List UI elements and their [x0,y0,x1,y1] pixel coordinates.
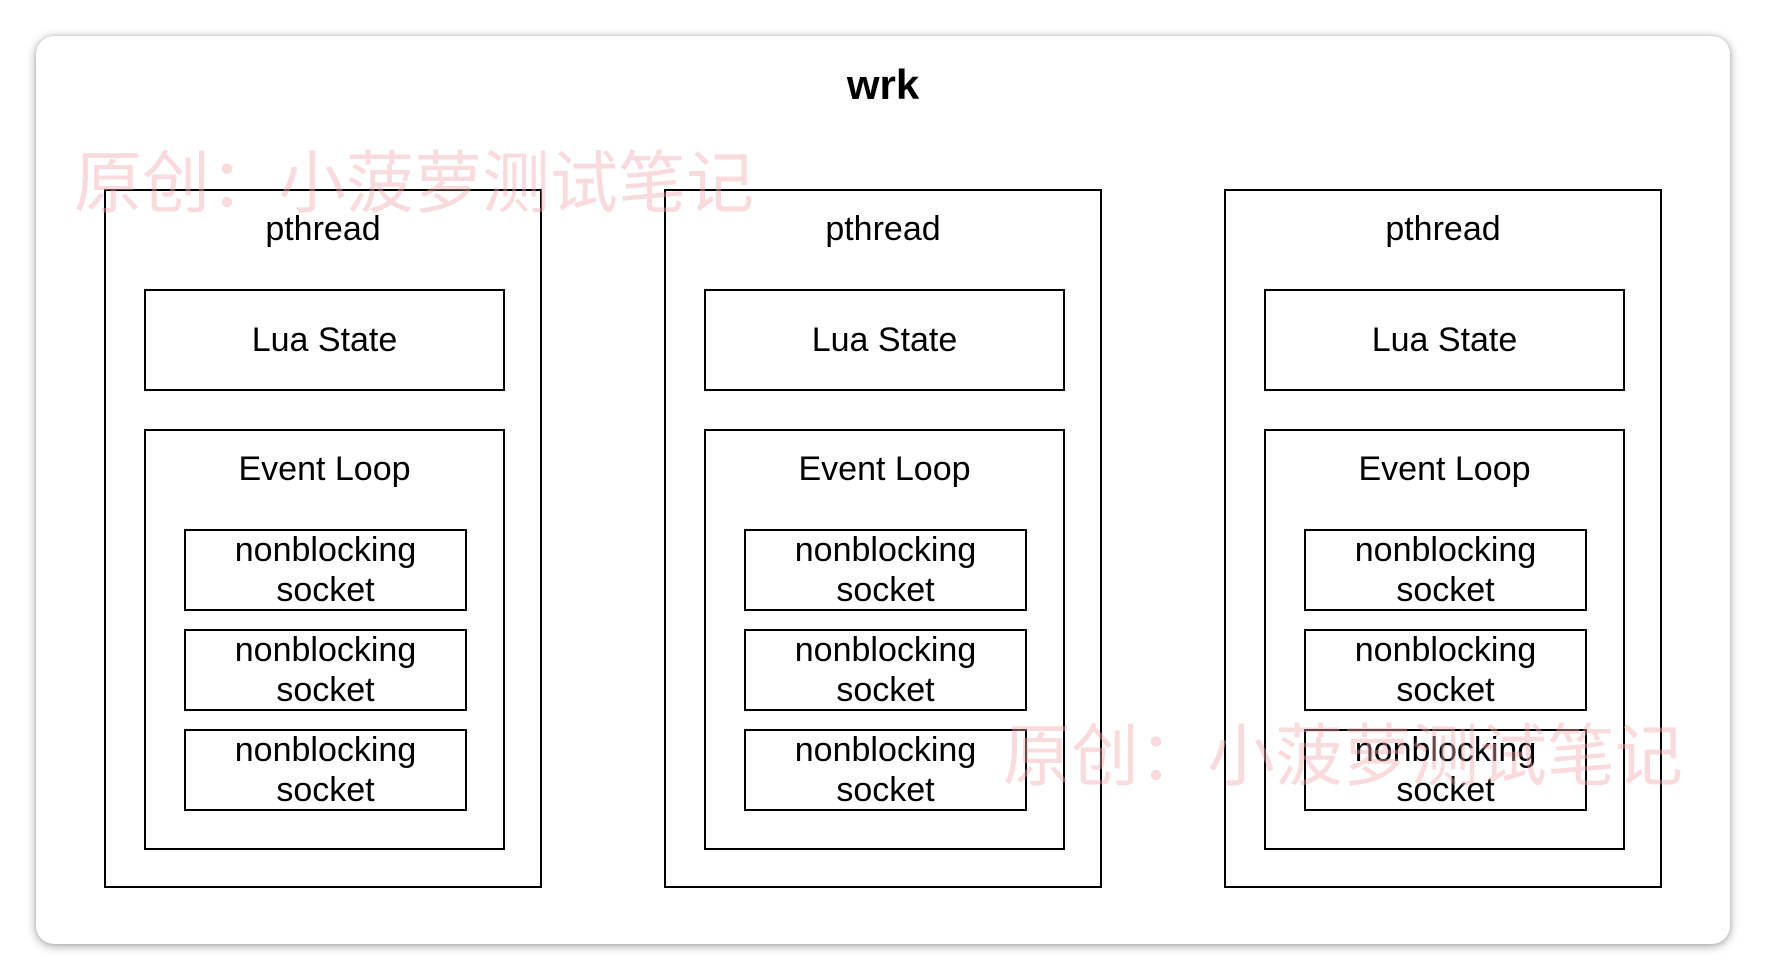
pthread-box-2: pthread Lua State Event Loop nonblocking… [664,189,1102,888]
pthread-box-1: pthread Lua State Event Loop nonblocking… [104,189,542,888]
lua-state-box: Lua State [144,289,505,391]
lua-state-box: Lua State [1264,289,1625,391]
event-loop-label: Event Loop [798,450,971,488]
lua-state-box: Lua State [704,289,1065,391]
diagram-title: wrk [846,61,920,108]
diagram-card [36,36,1730,944]
event-loop-label: Event Loop [1358,450,1531,488]
pthread-label: pthread [265,210,381,248]
pthread-label: pthread [825,210,941,248]
pthread-box-3: pthread Lua State Event Loop nonblocking… [1224,189,1662,888]
event-loop-label: Event Loop [238,450,411,488]
pthread-label: pthread [1385,210,1501,248]
